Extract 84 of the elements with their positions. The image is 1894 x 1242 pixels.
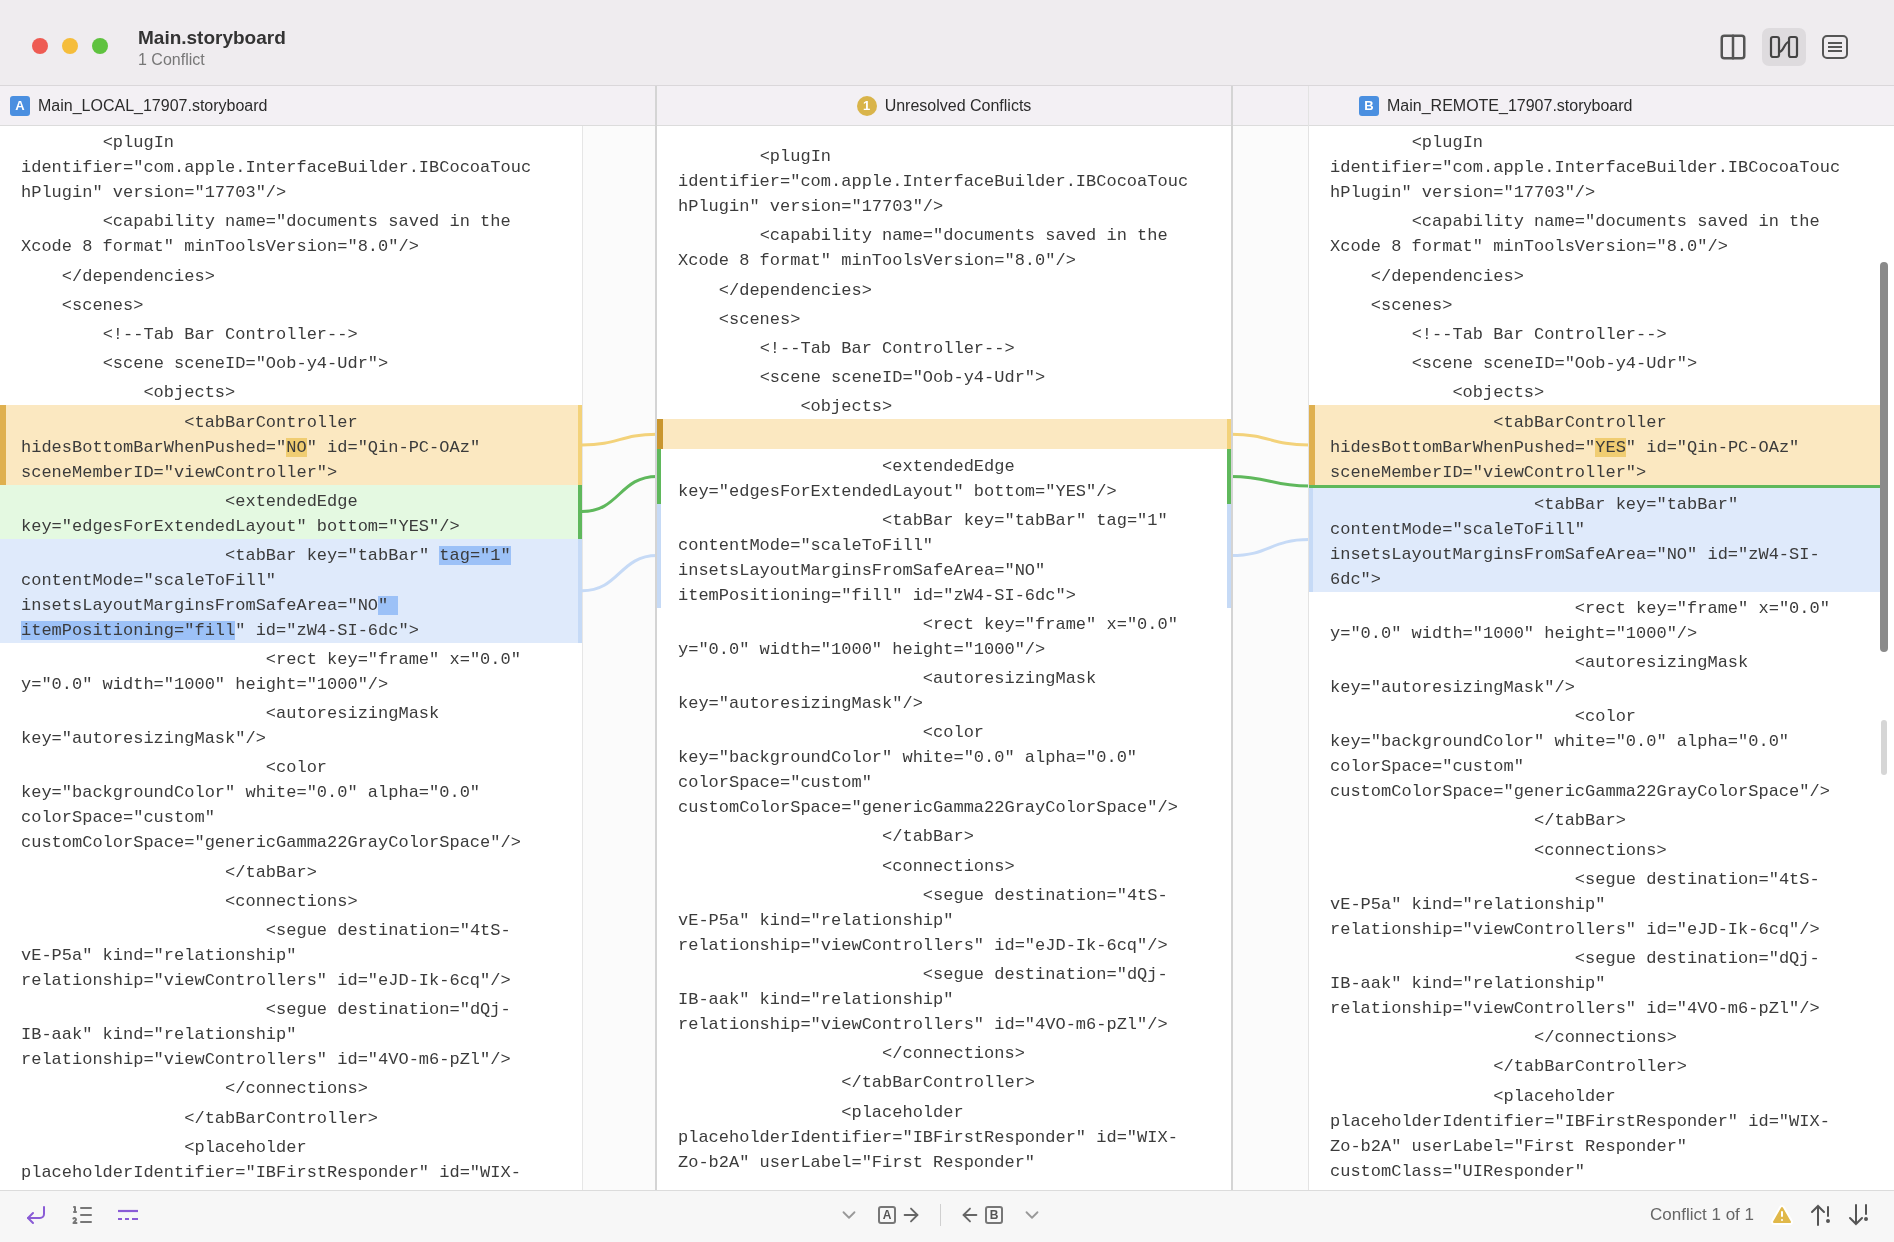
conflict-status: Conflict 1 of 1 xyxy=(1650,1204,1754,1227)
code-line: <objects> xyxy=(799,396,894,419)
code-line: <capability name="documents saved in the Xcode 8 format" minToolsVersion="8.0"/> xyxy=(1329,211,1821,259)
code-line: </connections> xyxy=(1533,1027,1678,1050)
code-line: </dependencies> xyxy=(1369,265,1525,288)
conflict-connector xyxy=(1230,538,1310,558)
code-line: <objects> xyxy=(142,382,237,405)
code-line: </tabBar> xyxy=(224,861,318,884)
code-line: <segue destination="4tS-vE-P5a" kind="relationship" relationship="viewControllers" id="eJD-Ik-6cq"/> xyxy=(677,884,1169,957)
code-line: <tabBarController hidesBottomBarWhenPushed="YES" id="Qin-PC-OAz" sceneMemberID="viewController"> xyxy=(1329,411,1801,484)
code-line: <color key="backgroundColor" white="0.0" alpha="0.0" colorSpace="custom" customColorSpace="genericGamma22GrayColorSpace"/> xyxy=(677,722,1179,820)
code-line: </tabBarController> xyxy=(1492,1056,1689,1079)
code-line: <placeholder placeholderIdentifier="IBFirstResponder" id="WIX-Zo-b2A" userLabel="First Responder" xyxy=(677,1101,1179,1174)
code-line: <connections> xyxy=(881,855,1016,878)
change-marker-bar xyxy=(1309,484,1880,488)
code-line: <connections> xyxy=(224,890,359,913)
code-line: <autoresizingMask key="autoresizingMask"/> xyxy=(677,668,1098,716)
code-line: <plugIn identifier="com.apple.InterfaceBuilder.IBCocoaTouchPlugin" version="17703"/> xyxy=(677,146,1190,219)
conflict-connector xyxy=(1230,474,1310,488)
code-line: <rect key="frame" x="0.0" y="0.0" width="1000" height="1000"/> xyxy=(677,613,1179,661)
code-line: <segue destination="dQj-IB-aak" kind="relationship" relationship="viewControllers" id="4VO-m6-pZl"/> xyxy=(20,999,512,1072)
change-block xyxy=(0,538,582,643)
pane-title: Unresolved Conflicts xyxy=(884,96,1032,116)
code-line: </tabBarController> xyxy=(183,1107,380,1130)
change-block xyxy=(0,405,582,485)
code-line: </dependencies> xyxy=(717,279,873,302)
conflict-connector xyxy=(1230,432,1310,447)
take-left-button: A xyxy=(878,1204,922,1226)
code-line: <scenes> xyxy=(60,294,145,317)
code-line: <capability name="documents saved in the Xcode 8 format" minToolsVersion="8.0"/> xyxy=(20,211,512,259)
code-line: <capability name="documents saved in the Xcode 8 format" minToolsVersion="8.0"/> xyxy=(677,225,1169,273)
code-line: <objects> xyxy=(1451,382,1546,405)
code-line: <segue destination="dQj-IB-aak" kind="relationship" relationship="viewControllers" id="4VO-m6-pZl"/> xyxy=(677,964,1169,1036)
pane-title: Main_REMOTE_17907.storyboard xyxy=(1387,96,1633,116)
code-line: <!--Tab Bar Controller--> xyxy=(1410,323,1668,346)
code-line: <scenes> xyxy=(1369,294,1454,317)
conflict-connector xyxy=(581,554,658,593)
conflict-connector xyxy=(581,474,658,514)
change-block xyxy=(1309,405,1880,485)
take-right-button: B xyxy=(959,1204,1003,1226)
code-line: <tabBar key="tabBar" contentMode="scaleToFill" insetsLayoutMarginsFromSafeArea="NO" id="zW4-SI-6dc"> xyxy=(1329,493,1821,591)
code-line: <placeholder placeholderIdentifier="IBFirstResponder" id="WIX- xyxy=(20,1136,522,1184)
change-marker-bar xyxy=(657,419,1231,450)
code-line: <autoresizingMask key="autoresizingMask"/> xyxy=(1329,652,1750,700)
code-line: <tabBar key="tabBar" tag="1" contentMode="scaleToFill" insetsLayoutMarginsFromSafeArea="NO" itemPositioning="fill" id="zW4-SI-6dc"> xyxy=(677,509,1169,607)
code-line: <connections> xyxy=(1533,839,1668,862)
code-line: <!--Tab Bar Controller--> xyxy=(101,323,359,346)
code-line: <tabBar key="tabBar" tag="1" contentMode="scaleToFill" insetsLayoutMarginsFromSafeArea="NO" itemPositioning="fill" id="zW4-SI-6dc"> xyxy=(20,544,512,642)
code-line: <color key="backgroundColor" white="0.0" alpha="0.0" colorSpace="custom" customColorSpace="genericGamma22GrayColorSpace"/> xyxy=(1329,706,1831,804)
code-line: <scene sceneID="Oob-y4-Udr"> xyxy=(1410,353,1699,376)
code-line: </connections> xyxy=(224,1078,369,1101)
change-block xyxy=(0,484,582,539)
code-line: <plugIn identifier="com.apple.InterfaceBuilder.IBCocoaTouchPlugin" version="17703"/> xyxy=(1329,132,1842,205)
code-line: <tabBarController hidesBottomBarWhenPushed="NO" id="Qin-PC-OAz" sceneMemberID="viewController"> xyxy=(20,411,482,484)
pane-badge: B xyxy=(1359,96,1379,116)
change-block xyxy=(657,503,1231,608)
code-line: <scenes> xyxy=(717,308,802,331)
code-line: <extendedEdge key="edgesForExtendedLayout" bottom="YES"/> xyxy=(677,455,1118,503)
conflict-connector xyxy=(581,432,658,447)
change-block xyxy=(1309,487,1880,592)
code-line: <!--Tab Bar Controller--> xyxy=(758,337,1016,360)
code-line: <color key="backgroundColor" white="0.0" alpha="0.0" colorSpace="custom" customColorSpace="genericGamma22GrayColorSpace"/> xyxy=(20,757,522,855)
code-line: <rect key="frame" x="0.0" y="0.0" width="1000" height="1000"/> xyxy=(20,649,522,697)
code-line: <plugIn identifier="com.apple.InterfaceBuilder.IBCocoaTouchPlugin" version="17703"/> xyxy=(20,132,533,205)
file-pane xyxy=(655,86,1233,1190)
code-line: <placeholder placeholderIdentifier="IBFirstResponder" id="WIX-Zo-b2A" userLabel="First Responder" customClass="UIResponder" xyxy=(1329,1085,1831,1183)
file-pane xyxy=(1308,86,1880,1190)
pane-badge: A xyxy=(10,96,30,116)
code-line: </connections> xyxy=(881,1043,1026,1066)
conflict-count: 1 Conflict xyxy=(138,50,205,70)
code-line: <segue destination="4tS-vE-P5a" kind="relationship" relationship="viewControllers" id="eJD-Ik-6cq"/> xyxy=(1329,868,1821,941)
code-line: <segue destination="4tS-vE-P5a" kind="relationship" relationship="viewControllers" id="eJD-Ik-6cq"/> xyxy=(20,920,512,992)
code-line: </tabBar> xyxy=(1533,810,1627,833)
code-line: <autoresizingMask key="autoresizingMask"/> xyxy=(20,703,441,751)
code-line: <segue destination="dQj-IB-aak" kind="relationship" relationship="viewControllers" id="4VO-m6-pZl"/> xyxy=(1329,948,1821,1020)
code-line: <scene sceneID="Oob-y4-Udr"> xyxy=(101,353,390,376)
pane-title: Main_LOCAL_17907.storyboard xyxy=(38,96,268,116)
window-title: Main.storyboard xyxy=(138,26,286,50)
code-line: </tabBar> xyxy=(881,826,975,849)
change-block xyxy=(657,449,1231,504)
code-line: <rect key="frame" x="0.0" y="0.0" width="1000" height="1000"/> xyxy=(1329,597,1831,645)
code-line: </tabBarController> xyxy=(840,1072,1037,1095)
code-line: <scene sceneID="Oob-y4-Udr"> xyxy=(758,367,1047,390)
code-line: </dependencies> xyxy=(60,265,216,288)
